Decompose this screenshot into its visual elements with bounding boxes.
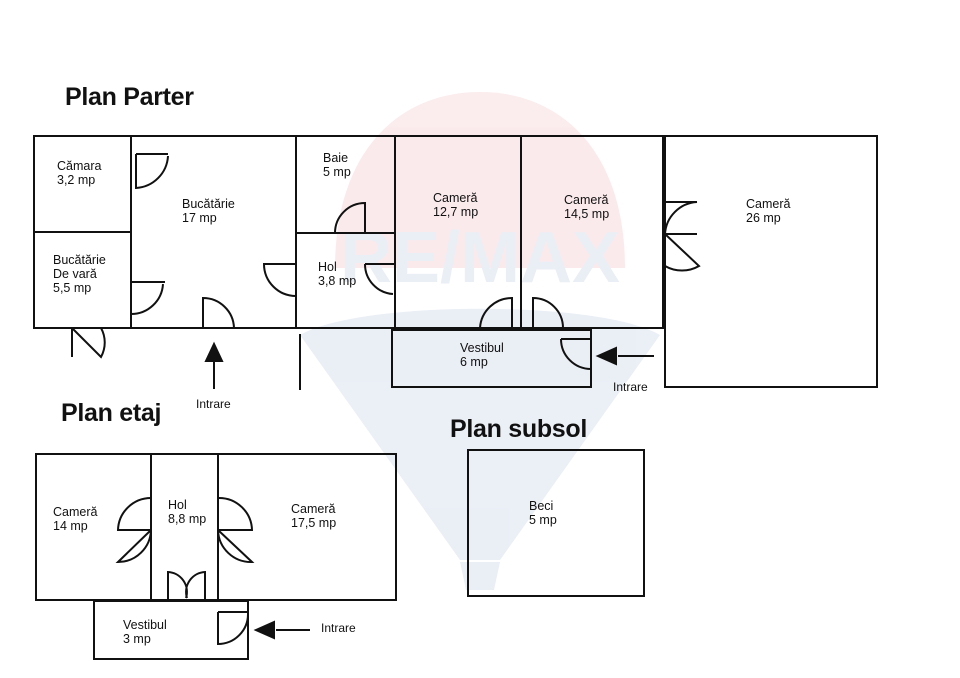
door-etaj-hol-left [167,570,188,600]
room-camera-26: Cameră 26 mp [746,197,790,225]
room-camara: Cămara 3,2 mp [57,159,101,187]
room-vestibul-parter: Vestibul 6 mp [460,341,504,369]
room-area: 5 mp [323,165,351,179]
door-etaj-camera2-top [217,496,254,531]
door-etaj-camera1-top [116,497,152,531]
arrow-intrare-bucatarie [204,341,224,389]
heading-plan-subsol: Plan subsol [450,415,588,443]
door-etaj-hol-right [185,570,206,600]
room-name: Vestibul [123,618,167,632]
door-camera1 [479,296,513,329]
room-area: 3,8 mp [318,274,357,288]
heading-plan-parter: Plan Parter [65,83,194,111]
room-bucatarie: Bucătărie 17 mp [182,197,235,225]
room-area: 3,2 mp [57,173,96,187]
watermark-text: RE/MAX [340,218,620,298]
etaj-vestibul-wall [93,600,249,660]
room-bucatarie-vara: Bucătărie De vară 5,5 mp [53,253,106,295]
room-vestibul-etaj: Vestibul 3 mp [123,618,167,646]
door-bucatarie-entry [202,296,235,329]
door-bucatarie-hol [262,263,297,297]
watermark-basket [460,562,500,590]
parter-camera3-wall [664,135,878,388]
room-area: 6 mp [460,355,488,369]
room-baie: Baie 5 mp [323,151,351,179]
room-name: Beci [529,499,554,513]
room-name: Cameră [564,193,609,207]
watermark-balloon-bottom [300,308,660,560]
door-camera2 [532,296,564,329]
room-area: 12,7 mp [433,205,479,219]
room-area: 5,5 mp [53,281,92,295]
room-hol-parter: Hol 3,8 mp [318,260,356,288]
room-name: Cameră [291,502,336,516]
room-area: 14,5 mp [564,207,610,221]
room-camera-12-7: Cameră 12,7 mp [433,191,478,219]
door-vestibul [560,338,592,370]
door-etaj-camera2-bottom [217,529,255,564]
door-exterior-vara [71,327,106,359]
room-area: 8,8 mp [168,512,207,526]
arrow-intrare-vestibul [595,346,654,366]
room-name: Bucătărie [182,197,235,211]
door-camera3-upper [664,201,698,235]
door-camera3-lower [664,233,701,272]
label-intrare-vestibul: Intrare [613,380,648,394]
room-name: Cameră [746,197,791,211]
room-camera-14-5: Cameră 14,5 mp [564,193,609,221]
room-name: Cameră [433,191,478,205]
parter-vestibul-wall [391,329,592,388]
parter-camera2-wall [520,135,664,329]
label-intrare-etaj: Intrare [321,621,356,635]
room-name: Cameră [53,505,98,519]
etaj-camera2-wall [217,453,397,601]
door-etaj-camera1-bottom [115,529,152,564]
room-name: Vestibul [460,341,504,355]
room-camera-17-5: Cameră 17,5 mp [291,502,336,530]
door-baie [334,201,366,234]
room-area: 3 mp [123,632,151,646]
door-bucatarie-vara [130,281,165,316]
label-intrare-bucatarie: Intrare [196,397,231,411]
door-hol [363,263,395,295]
room-name: Bucătărie [53,253,106,267]
subsol-beci-wall [467,449,645,597]
room-name: Cămara [57,159,102,173]
heading-plan-etaj: Plan etaj [61,399,162,427]
arrow-intrare-etaj [253,620,310,640]
room-area: 26 mp [746,211,781,225]
room-area: 5 mp [529,513,557,527]
door-etaj-vestibul [217,611,249,646]
room-hol-etaj: Hol 8,8 mp [168,498,206,526]
room-camera-14: Cameră 14 mp [53,505,97,533]
room-area: 17,5 mp [291,516,337,530]
room-beci: Beci 5 mp [529,499,557,527]
room-name: Hol [318,260,337,274]
door-camara [135,153,169,190]
room-name: Baie [323,151,349,165]
etaj-hol-wall [150,453,219,601]
room-area: 14 mp [53,519,88,533]
room-name: Hol [168,498,187,512]
room-area: 17 mp [182,211,217,225]
room-name-2: De vară [53,267,97,281]
